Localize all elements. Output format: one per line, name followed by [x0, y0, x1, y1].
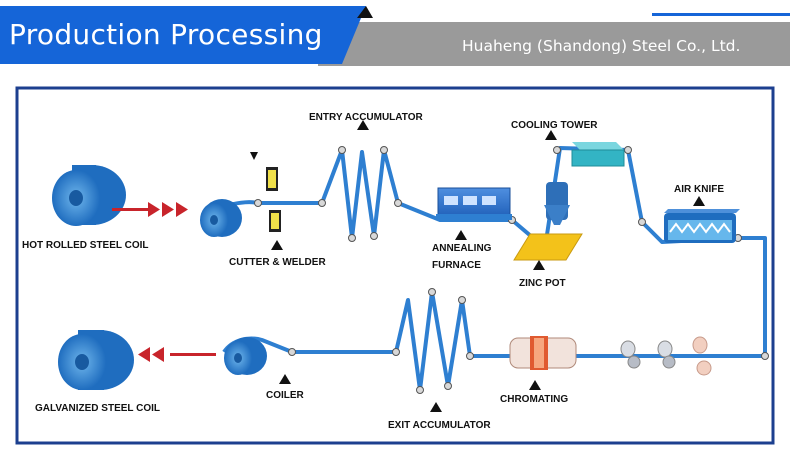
header-banner: Production Processing Huaheng (Shandong)…: [0, 0, 790, 72]
annealing-furnace-icon: [436, 187, 512, 220]
air-knife-icon: [664, 209, 740, 243]
label-chromating: CHROMATING: [500, 394, 568, 405]
label-cooling-tower: COOLING TOWER: [511, 120, 598, 131]
label-coiler: COILER: [266, 390, 305, 401]
label-markers: [271, 120, 705, 412]
entry-flow-arrows: [112, 202, 188, 217]
label-exit-accumulator: EXIT ACCUMULATOR: [388, 420, 491, 431]
strip-path-bottom: [222, 290, 705, 392]
diagram-frame: [15, 86, 775, 445]
label-furnace: FURNACE: [432, 260, 481, 271]
label-entry-accumulator: ENTRY ACCUMULATOR: [309, 112, 423, 123]
cooling-tower-icon: [571, 142, 625, 167]
banner-background: [0, 6, 790, 66]
coiler-icon: [224, 337, 267, 375]
chromating-icon: [509, 336, 577, 370]
uncoiler-icon: [200, 199, 242, 237]
page-title: Production Processing: [9, 18, 323, 51]
galvanized-coil-icon: [58, 330, 134, 390]
zinc-pot-icon: [513, 182, 583, 261]
roller-pairs-icon: [620, 336, 712, 376]
label-galvanized-steel-coil: GALVANIZED STEEL COIL: [35, 403, 160, 414]
cutter-welder-icon: [250, 152, 281, 232]
strip-rollers: [254, 146, 769, 394]
label-annealing: ANNEALING: [432, 243, 492, 254]
hot-rolled-coil-icon: [52, 165, 126, 226]
label-hot-rolled-steel-coil: HOT ROLLED STEEL COIL: [22, 240, 148, 251]
label-zinc-pot: ZINC POT: [519, 278, 566, 289]
label-cutter-welder: CUTTER & WELDER: [229, 257, 326, 268]
label-air-knife: AIR KNIFE: [674, 184, 724, 195]
company-name: Huaheng (Shandong) Steel Co., Ltd.: [462, 37, 741, 55]
exit-flow-arrows: [138, 347, 216, 362]
